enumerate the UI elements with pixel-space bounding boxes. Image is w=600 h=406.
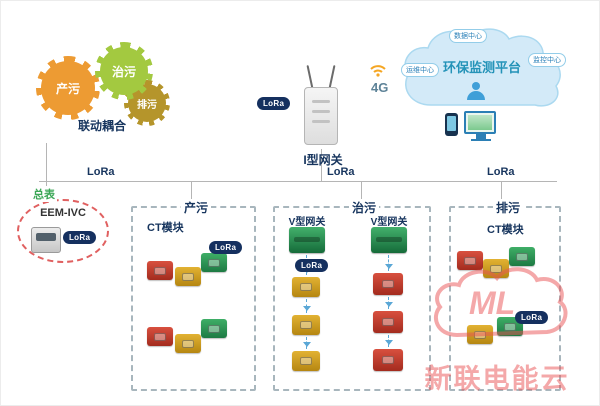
zone-production-module-label: CT模块 xyxy=(147,222,184,234)
ct-module-red xyxy=(147,261,173,280)
gear-production: 产污 xyxy=(36,56,100,120)
gear-treatment-label: 治污 xyxy=(111,64,136,79)
gateway-lora-badge: LoRa xyxy=(257,97,291,110)
ct-module-yellow xyxy=(175,267,201,286)
ct-module-red xyxy=(147,327,173,346)
ct-module-red xyxy=(373,349,403,371)
v-gateway-right-icon xyxy=(371,227,407,253)
connector-bus-discharge xyxy=(501,181,502,207)
connector-bus-production xyxy=(191,181,192,207)
zone-production-lora-badge: LoRa xyxy=(209,241,243,254)
zone-discharge-module-label: CT模块 xyxy=(487,224,524,236)
bus-lora-label-right: LoRa xyxy=(487,166,515,178)
person-icon xyxy=(465,81,487,106)
monitor-base-icon xyxy=(471,139,491,141)
zone-treatment-lora-badge: LoRa xyxy=(295,259,329,272)
ct-module-red xyxy=(373,311,403,333)
cloud-bubble-ops-center: 运维中心 xyxy=(401,63,439,77)
antenna-left-icon xyxy=(306,65,314,89)
ct-module-yellow xyxy=(292,277,320,297)
ct-module-yellow xyxy=(483,259,509,278)
bus-lora-label-left: LoRa xyxy=(87,166,115,178)
arrow-down xyxy=(303,299,311,313)
v-gateway-right-label: V型网关 xyxy=(370,217,408,228)
connector-bus-treatment xyxy=(361,181,362,207)
connector-gateway-bus xyxy=(321,149,322,181)
connector-gears-bus xyxy=(46,143,47,181)
gear-production-label: 产污 xyxy=(55,81,80,96)
cloud-bubble-monitor-center: 监控中心 xyxy=(528,53,566,67)
v-gateway-left-label: V型网关 xyxy=(288,217,326,228)
zone-discharge-label: 排污 xyxy=(493,199,524,216)
ct-module-yellow xyxy=(292,351,320,371)
gateway-device-icon xyxy=(304,87,338,145)
ct-module-yellow xyxy=(467,325,493,344)
cloud-title: 环保监测平台 xyxy=(442,60,521,75)
meter-device-icon xyxy=(31,227,61,253)
monitor-stand-icon xyxy=(476,134,486,139)
arrow-down xyxy=(385,255,393,271)
meter-model: EEM-IVC xyxy=(40,207,86,219)
ct-module-yellow xyxy=(292,315,320,335)
ct-module-green xyxy=(201,253,227,272)
gears-caption: 联动耦合 xyxy=(77,119,126,133)
bus-lora-label-middle: LoRa xyxy=(327,166,355,178)
arrow-down xyxy=(385,297,393,309)
arrow-down xyxy=(385,335,393,347)
zone-production-label: 产污 xyxy=(181,199,212,216)
gear-discharge-label: 排污 xyxy=(137,99,157,111)
zone-discharge-lora-badge: LoRa xyxy=(515,311,549,324)
meter-label: 总表 xyxy=(31,186,57,202)
antenna-right-icon xyxy=(328,65,336,89)
v-gateway-left-icon xyxy=(289,227,325,253)
lora-bus-line xyxy=(39,181,557,182)
meter-ellipse xyxy=(17,199,109,263)
ct-module-red xyxy=(373,273,403,295)
zone-treatment-label: 治污 xyxy=(349,199,380,216)
network-4g-label: 4G xyxy=(371,80,389,95)
ct-module-green xyxy=(201,319,227,338)
phone-icon xyxy=(445,113,458,136)
ct-module-red xyxy=(457,251,483,270)
arrow-down xyxy=(303,337,311,349)
ct-module-yellow xyxy=(175,334,201,353)
cloud-bubble-data-center: 数据中心 xyxy=(449,29,487,43)
wifi-icon xyxy=(369,63,387,82)
gear-treatment: 治污 xyxy=(95,42,153,100)
ct-module-green xyxy=(509,247,535,266)
meter-lora-badge: LoRa xyxy=(63,231,97,244)
gateway-label: I型网关 xyxy=(303,153,343,167)
monitor-icon xyxy=(464,111,496,134)
